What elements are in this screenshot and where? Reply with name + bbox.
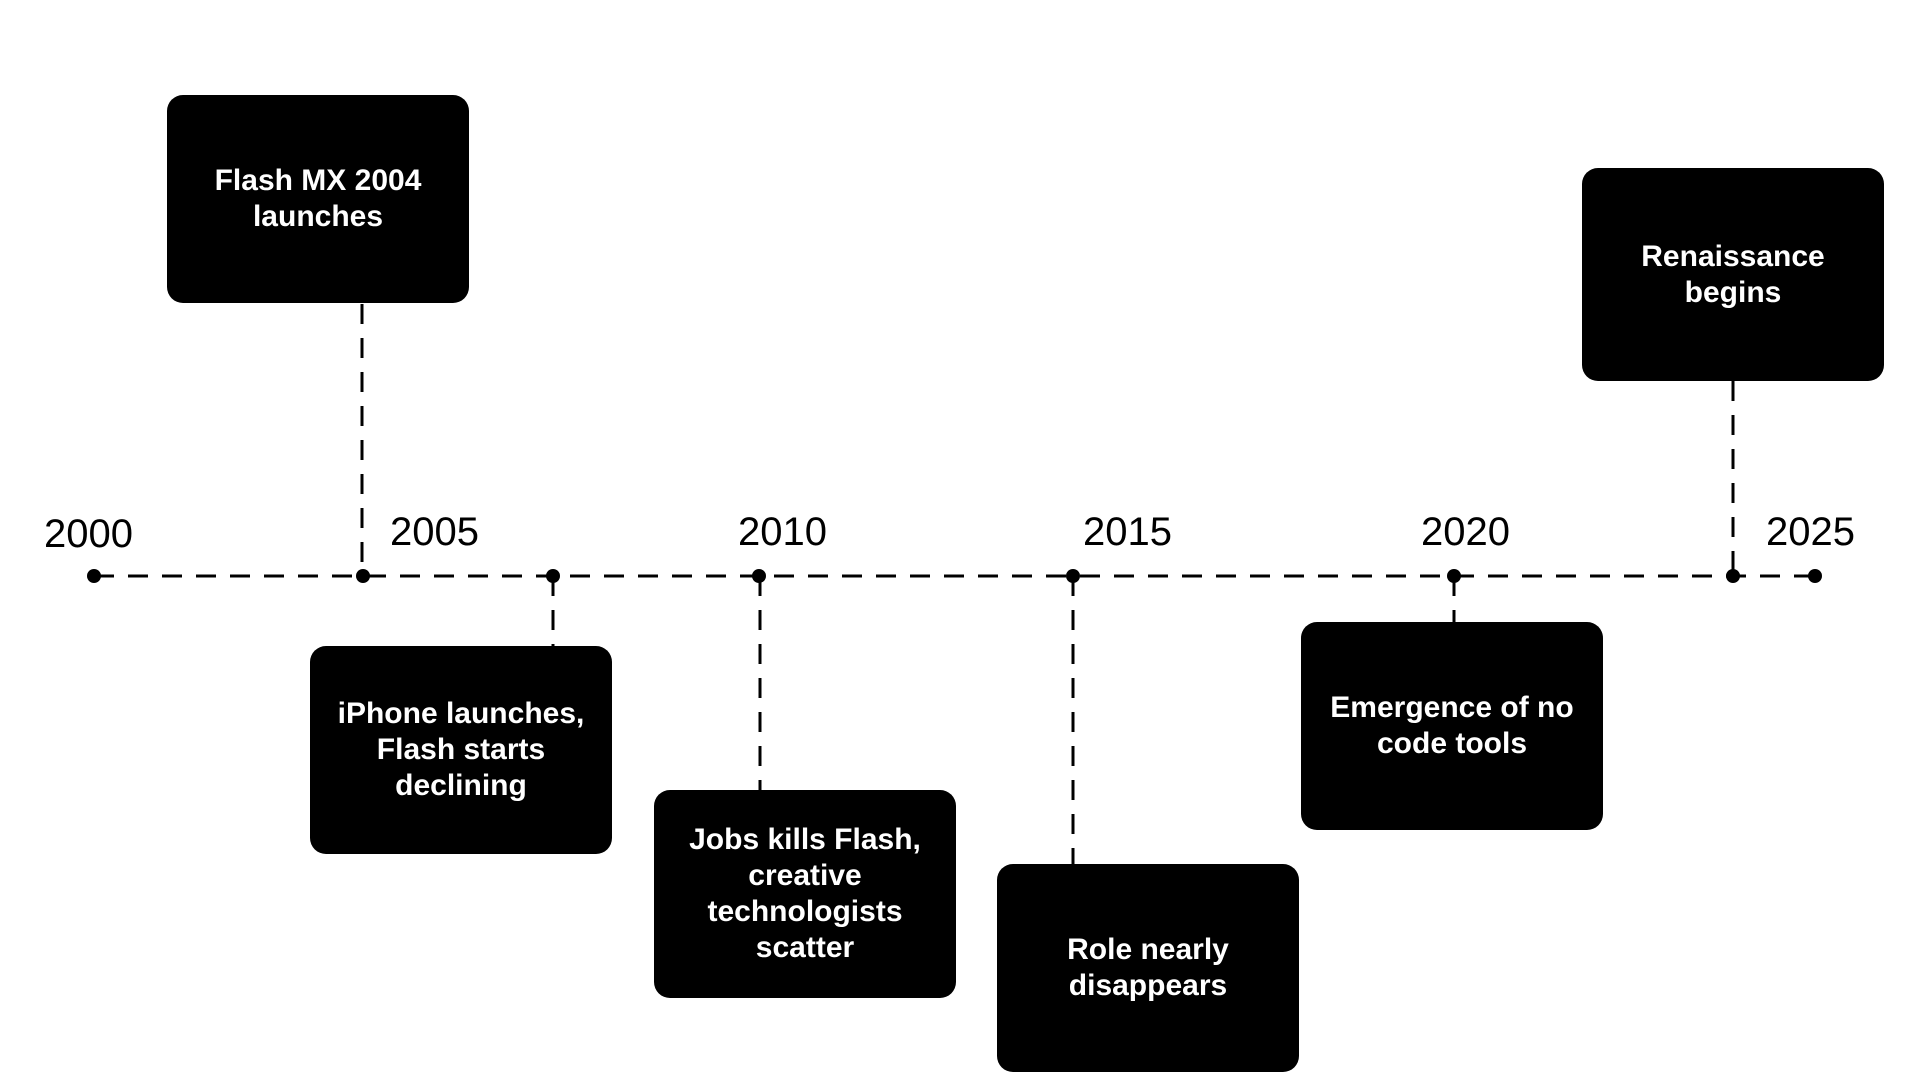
timeline-dot-flash-mx	[356, 569, 370, 583]
event-label: Jobs kills Flash, creative technologists…	[689, 823, 921, 964]
event-label: Emergence of no code tools	[1330, 691, 1574, 760]
event-label: iPhone launches, Flash starts declining	[337, 697, 585, 802]
year-label-2005: 2005	[390, 510, 479, 554]
timeline-dot-2025	[1808, 569, 1822, 583]
timeline-dot-2000	[87, 569, 101, 583]
event-box-iphone: iPhone launches, Flash starts declining	[310, 646, 612, 854]
event-label: Role nearly disappears	[1067, 933, 1229, 1002]
event-box-renaissance: Renaissance begins	[1582, 168, 1884, 381]
year-label-2000: 2000	[44, 512, 133, 556]
year-label-2015: 2015	[1083, 510, 1172, 554]
year-label-2020: 2020	[1421, 510, 1510, 554]
timeline-dot-no-code	[1447, 569, 1461, 583]
year-label-2010: 2010	[738, 510, 827, 554]
event-box-role: Role nearly disappears	[997, 864, 1299, 1072]
event-label: Renaissance begins	[1641, 239, 1825, 309]
timeline-dot-jobs	[752, 569, 766, 583]
event-label: Flash MX 2004 launches	[214, 164, 422, 233]
event-box-no-code: Emergence of no code tools	[1301, 622, 1603, 830]
event-box-flash-mx: Flash MX 2004 launches	[167, 95, 469, 303]
year-label-2025: 2025	[1766, 510, 1855, 554]
timeline-dot-iphone	[546, 569, 560, 583]
event-box-jobs: Jobs kills Flash, creative technologists…	[654, 790, 956, 998]
timeline-dot-renaissance	[1726, 569, 1740, 583]
timeline-dot-role	[1066, 569, 1080, 583]
